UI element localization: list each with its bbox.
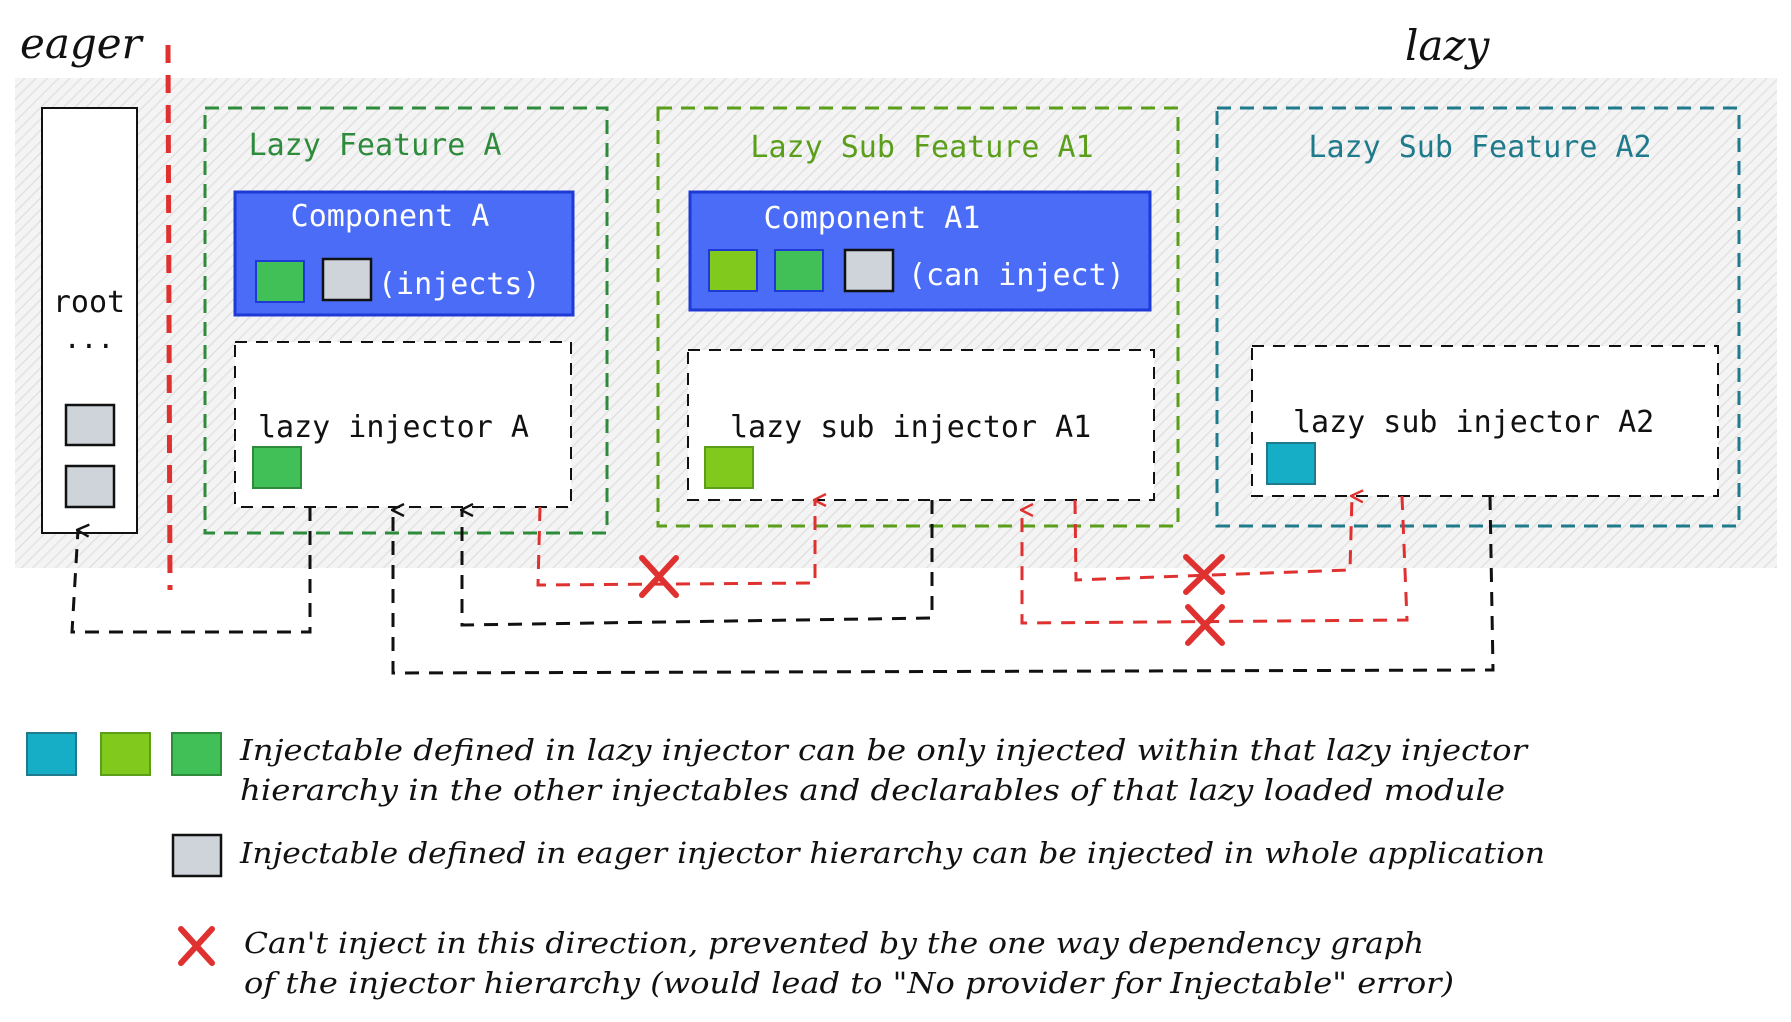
allowed-injection-paths (70, 495, 1495, 675)
legend: Injectable defined in lazy injector can … (26, 732, 1545, 1000)
root-injector: root ... (41, 107, 138, 534)
eager-injectable-square (321, 257, 373, 302)
feature-a-title: Lazy Feature A (249, 128, 502, 163)
forbidden-a2-to-a1-lower (1022, 495, 1409, 625)
lazy-sub-injector-a1 (687, 349, 1155, 501)
lazy-injectable-green-square (255, 260, 305, 303)
lazy-feature-a: Lazy Feature A Component A (injects) laz… (203, 106, 609, 535)
legend-eager-text: Injectable defined in eager injector hie… (239, 836, 1545, 870)
path-injector-a1-to-injector-a (462, 500, 934, 627)
legend-x-icon (178, 926, 215, 966)
x-mark-icon (1185, 604, 1225, 646)
lazy-sub-injector-a2-label: lazy sub injector A2 (1293, 405, 1654, 440)
forbidden-injection-paths (536, 495, 1409, 625)
forbidden-a1-to-a2-upper (1073, 496, 1352, 582)
lazy-sub-feature-a1: Lazy Sub Feature A1 Component A1 (can in… (656, 106, 1180, 528)
lazy-sub-injector-a1-label: lazy sub injector A1 (730, 410, 1091, 445)
lazy-injectable-lime-square (708, 249, 758, 292)
eager-injectable-square (843, 248, 895, 293)
legend-lazy-line1: Injectable defined in lazy injector can … (239, 733, 1529, 767)
legend-gray-square (171, 833, 223, 878)
root-ellipsis: ... (64, 322, 115, 355)
component-a-note: (injects) (378, 267, 541, 302)
path-injector-a-to-root (70, 507, 312, 634)
feature-a1-title: Lazy Sub Feature A1 (750, 130, 1093, 165)
component-a-label: Component A (291, 199, 490, 234)
component-a1 (688, 190, 1152, 312)
lazy-sub-injector-a2 (1251, 345, 1719, 497)
eager-label: eager (20, 19, 145, 68)
forbidden-a-to-a1 (536, 500, 815, 587)
component-a1-label: Component A1 (764, 201, 981, 236)
feature-a2-title: Lazy Sub Feature A2 (1308, 130, 1651, 165)
x-mark-icon (1183, 554, 1225, 595)
legend-teal-square (26, 732, 77, 776)
eager-injectable-square (64, 464, 116, 509)
lazy-injectable-lime-square (704, 446, 754, 489)
blocked-x-marks (639, 554, 1225, 646)
lazy-injectable-green-square (774, 249, 824, 292)
component-a1-note: (can inject) (908, 258, 1125, 293)
legend-x-line2: of the injector hierarchy (would lead to… (244, 966, 1454, 1000)
path-injector-a2-to-injector-a (393, 495, 1495, 675)
legend-lime-square (100, 732, 151, 776)
lazy-sub-feature-a2: Lazy Sub Feature A2 lazy sub injector A2 (1215, 106, 1741, 528)
lazy-label: lazy (1405, 21, 1491, 70)
lazy-injectable-teal-square (1266, 442, 1316, 485)
lazy-injectable-green-square (252, 446, 302, 489)
root-label: root (53, 285, 125, 320)
legend-green-square (171, 732, 222, 776)
eager-injectable-square (64, 403, 116, 447)
legend-lazy-line2: hierarchy in the other injectables and d… (240, 773, 1505, 807)
legend-x-line1: Can't inject in this direction, prevente… (244, 926, 1424, 960)
lazy-injector-a-label: lazy injector A (258, 410, 529, 445)
eager-lazy-divider (165, 44, 173, 591)
x-mark-icon (639, 555, 679, 598)
